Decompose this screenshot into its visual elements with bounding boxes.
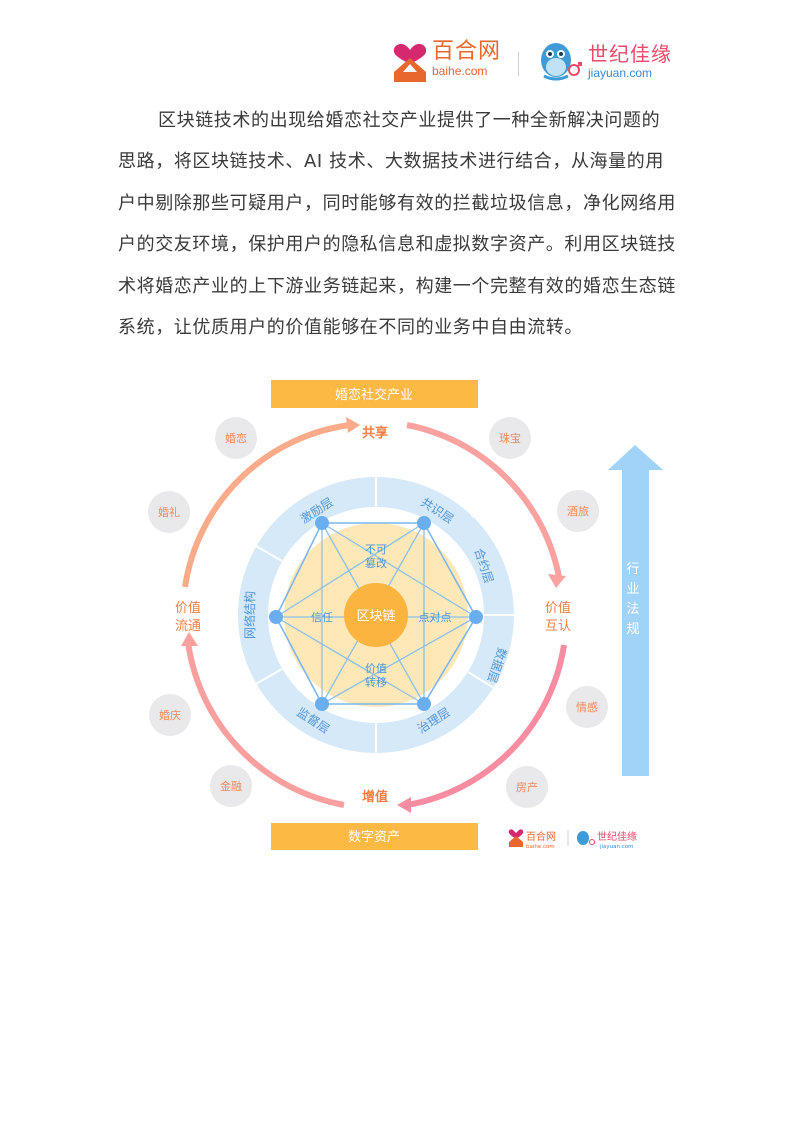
svg-text:珠宝: 珠宝 [499,431,521,445]
svg-text:酒旅: 酒旅 [567,504,589,518]
svg-text:婚恋: 婚恋 [225,431,247,445]
cycle-label-appreciation: 增值 [362,789,388,805]
svg-text:点对点: 点对点 [419,610,452,624]
regulation-label: 行业法规 [626,562,643,637]
paragraph-line: 区块链技术的出现给婚恋社交产业提供了一种全新解决问题的 [158,110,661,131]
svg-text:价值: 价值 [365,662,387,675]
svg-text:婚恋社交产业: 婚恋社交产业 [335,387,413,403]
arrow-to-appreciation [406,644,567,808]
svg-text:情感: 情感 [576,701,598,714]
svg-text:百合网: 百合网 [526,830,556,843]
satellite-jewelry: 珠宝 [489,417,531,459]
svg-text:婚庆: 婚庆 [159,708,181,722]
article-paragraph: 区块链技术的出现给婚恋社交产业提供了一种全新解决问题的 思路，将区块链技术、AI… [118,100,678,348]
arrow-to-circulation [185,641,345,808]
svg-text:信任: 信任 [311,611,333,624]
satellite-marriage-dating: 婚恋 [215,417,257,459]
satellite-emotion: 情感 [566,686,608,728]
cycle-label-circulation-2: 流通 [175,619,201,634]
hex-nodes [269,516,483,711]
svg-text:不可: 不可 [365,543,387,556]
svg-text:转移: 转移 [365,675,387,689]
regulation-arrow [608,445,663,776]
arrow-to-mutual-recognition [406,422,562,578]
jiayuan-mascot-icon [541,43,582,81]
satellite-wedding: 婚礼 [148,491,190,533]
svg-text:篡改: 篡改 [365,556,387,570]
node-dot-icon [315,516,329,530]
svg-text:网络结构: 网络结构 [242,591,257,639]
satellite-wedding-celebration: 婚庆 [149,694,191,736]
cycle-label-mutual-1: 价值 [545,600,571,616]
paragraph-line: 术将婚恋产业的上下游业务链起来，构建一个完整有效的婚恋生态链 [118,275,676,297]
satellite-hotel-travel: 酒旅 [557,490,599,532]
diagram-canvas: 婚恋社交产业 共享 价值 互认 增值 价值 流通 婚恋 [148,380,663,850]
cycle-arrows [182,422,567,808]
arrowhead-icon [346,417,360,433]
cycle-label-circulation-1: 价值 [175,600,201,616]
center-label: 区块链 [356,609,395,624]
top-banner: 婚恋社交产业 [271,380,478,408]
arrowhead-icon [548,574,566,588]
jiayuan-wordmark: 世纪佳缘 jiayuan.com [588,42,672,80]
diagram-footer-logos: 百合网 baihe.com 世纪佳缘 jiayuan.com [508,829,637,850]
arrowhead-icon [181,632,198,646]
paragraph-line: 思路，将区块链技术、AI 技术、大数据技术进行结合，从海量的用 [118,151,664,173]
satellite-nodes: 婚恋 珠宝 婚礼 酒旅 婚庆 情感 [148,417,608,808]
header-logos: 百合网 baihe.com 世纪佳缘 jiayuan.com [392,40,677,84]
logo-divider [518,52,519,76]
cycle-label-mutual-2: 互认 [545,619,571,634]
baihe-mini-logo-icon [508,829,524,847]
center-disc [344,583,408,647]
satellite-finance: 金融 [210,765,252,807]
baihe-wordmark: 百合网 baihe.com [432,39,502,79]
svg-text:jiayuan.com: jiayuan.com [599,844,634,850]
svg-text:金融: 金融 [220,779,242,793]
blockchain-ecosystem-diagram: 婚恋社交产业 共享 价值 互认 增值 价值 流通 婚恋 [122,362,667,872]
paragraph-line: 户的交友环境，保护用户的隐私信息和虚拟数字资产。利用区块链技 [118,234,676,256]
svg-text:baihe.com: baihe.com [526,844,555,850]
arrow-to-share [182,422,351,588]
arrowhead-icon [397,797,411,813]
node-dot-icon [315,697,329,711]
core-properties: 不可 篡改 信任 点对点 价值 转移 [311,543,452,689]
paragraph-line: 户中剔除那些可疑用户，同时能够有效的拦截垃圾信息，净化网络用 [118,192,676,214]
svg-text:婚礼: 婚礼 [158,505,180,519]
svg-text:房产: 房产 [516,780,538,794]
layer-ring [238,477,514,753]
node-dot-icon [417,697,431,711]
jiayuan-mini-logo-icon [577,831,595,845]
node-dot-icon [469,610,483,624]
paragraph-line: 系统，让优质用户的价值能够在不同的业务中自由流转。 [118,316,583,338]
bottom-banner: 数字资产 [271,823,478,850]
node-dot-icon [269,610,283,624]
cycle-label-share: 共享 [362,425,388,441]
svg-text:数字资产: 数字资产 [348,830,400,845]
baihe-logo-icon [393,44,427,82]
svg-text:世纪佳缘: 世纪佳缘 [597,830,637,843]
node-dot-icon [417,516,431,530]
satellite-real-estate: 房产 [506,766,548,808]
